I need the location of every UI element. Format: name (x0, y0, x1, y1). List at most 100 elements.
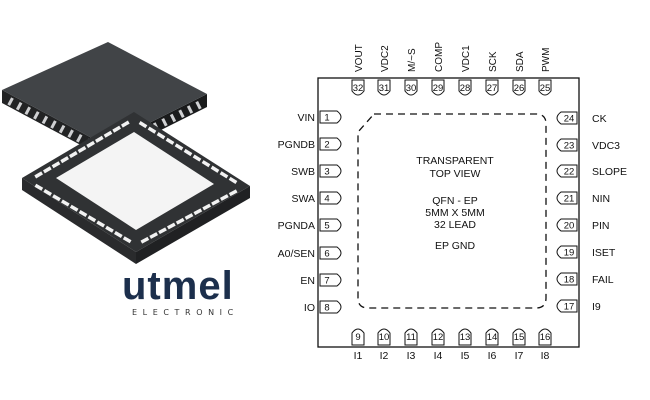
lead (183, 148, 193, 157)
package-outline (317, 77, 580, 348)
pin-number: 5 (324, 221, 329, 232)
lead (76, 134, 83, 143)
pin-number: 3 (324, 167, 329, 178)
label-top-view: TOP VIEW (430, 168, 481, 180)
pin-name: PIN (592, 220, 610, 232)
pin-name: SDA (515, 51, 526, 72)
pin-pad-left (319, 218, 342, 232)
lead (192, 154, 202, 162)
pin-pad-top (485, 79, 499, 96)
pin-pad-bottom (538, 328, 552, 346)
pin-name: FAIL (592, 274, 614, 286)
pin-pad-top (431, 79, 445, 96)
pin-number: 14 (487, 332, 498, 343)
pin-number: 16 (540, 332, 551, 343)
logo-tagline: ELECTRONIC (132, 308, 239, 317)
lead (175, 217, 185, 225)
lead (219, 194, 229, 201)
lead (147, 126, 157, 134)
pin-pad-bottom (404, 328, 418, 346)
lead (96, 220, 105, 228)
lead (86, 140, 96, 148)
pin-pad-right (556, 138, 578, 152)
pin-number: 6 (324, 249, 329, 260)
pin-number: 10 (379, 332, 390, 343)
lead (51, 161, 61, 169)
lead (149, 232, 159, 239)
lead (34, 171, 44, 179)
pin-number: 31 (379, 83, 390, 94)
lead (161, 118, 168, 127)
lead (69, 204, 79, 212)
chip-photo-bottom-icon (22, 112, 250, 264)
lead (201, 160, 211, 168)
pin-pad-left (319, 246, 342, 260)
lead (24, 106, 31, 115)
pin-name: SWA (291, 193, 315, 205)
pin-number: 25 (540, 83, 551, 94)
pin-number: 4 (324, 194, 329, 205)
lead (68, 151, 78, 159)
pin-pad-left (319, 191, 342, 205)
lead (77, 145, 87, 154)
pin-name: M/~S (407, 48, 418, 72)
chip-bottom-pads (34, 120, 238, 244)
pin-pad-top (512, 79, 526, 96)
pin-pad-bottom (512, 328, 526, 346)
lead (33, 111, 40, 120)
lead (103, 130, 113, 138)
label-package-type: QFN - EP (432, 195, 478, 207)
lead (15, 101, 23, 111)
lead (122, 236, 132, 244)
pin-name: SWB (291, 166, 315, 178)
pin-pad-left (319, 164, 342, 178)
pin-pad-bottom (458, 328, 472, 346)
pin-name: ISET (592, 247, 616, 259)
pin-pad-top (404, 79, 418, 96)
pin-name: VIN (297, 112, 315, 124)
pin-name: VDC1 (461, 45, 472, 72)
pin-pad-left (319, 137, 342, 151)
lead (7, 97, 14, 106)
pin-number: 23 (564, 141, 575, 152)
lead (41, 115, 49, 125)
pin-number: 30 (406, 83, 417, 94)
pin-number: 15 (514, 332, 525, 343)
pin-number: 8 (324, 303, 329, 314)
pin-name: I5 (461, 350, 470, 362)
pin-name: VDC2 (380, 45, 391, 72)
utmel-logo: utmel ELECTRONIC (120, 264, 260, 322)
pin-number: 22 (564, 167, 575, 178)
pin-name: PGNDA (278, 220, 315, 232)
pin-pad-left (319, 110, 342, 124)
pin-number: 27 (487, 83, 498, 94)
lead (165, 137, 175, 145)
pin-number: 7 (324, 276, 329, 287)
label-package-size: 5MM X 5MM (425, 207, 485, 219)
chip-top-surface (2, 42, 207, 145)
pin-name: COMP (434, 42, 445, 72)
pin-name: I4 (434, 350, 443, 362)
lead (178, 109, 185, 118)
lead (43, 188, 52, 197)
lead (67, 129, 74, 138)
pin-pad-bottom (485, 328, 499, 346)
pin-pad-bottom (377, 328, 391, 346)
lead (42, 166, 52, 174)
pin-pad-right (556, 245, 578, 259)
lead (210, 165, 220, 173)
pin-number: 17 (564, 302, 575, 313)
pin-name: I7 (515, 350, 524, 362)
lead (195, 101, 202, 110)
lead (60, 156, 70, 164)
lead (158, 227, 167, 235)
pin-name: A0/SEN (278, 248, 315, 260)
pin-number: 1 (324, 113, 329, 124)
lead (140, 236, 150, 244)
pin-name: PWM (541, 48, 552, 72)
lead (228, 189, 238, 197)
pin-name: I8 (541, 350, 550, 362)
pin-pad-left (319, 300, 342, 314)
pin-pad-top (538, 79, 552, 96)
